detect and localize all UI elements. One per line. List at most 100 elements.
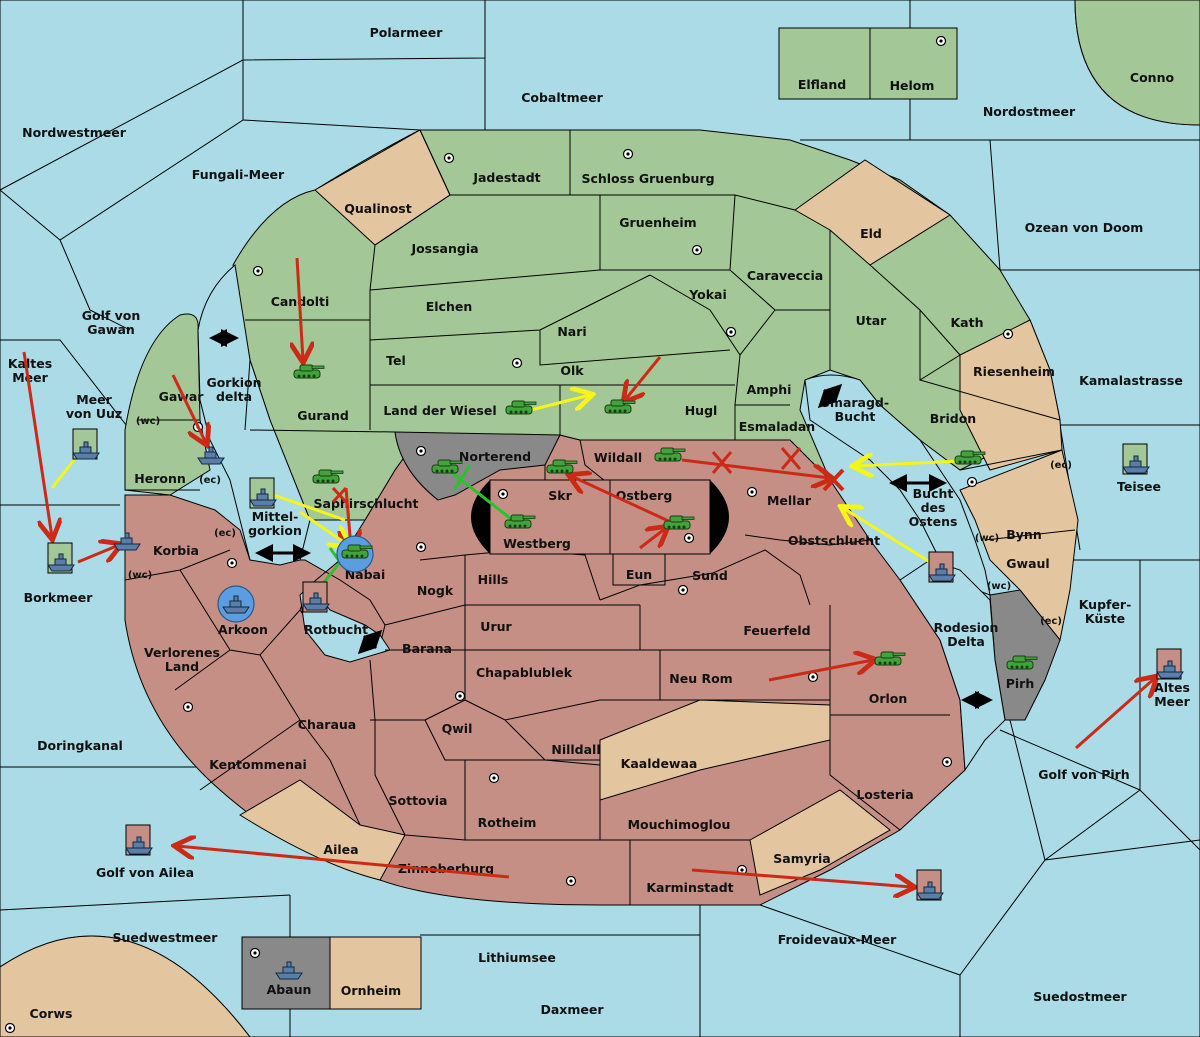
supply-center-icon <box>746 486 758 498</box>
territory-ornheim <box>329 936 422 1010</box>
move-orders <box>22 257 1155 887</box>
label-orlon: Orlon <box>869 691 908 706</box>
label-sund: Sund <box>692 568 728 583</box>
territory-eld <box>794 159 951 266</box>
label-daxmeer: Daxmeer <box>540 1002 604 1017</box>
supply-center-icon <box>226 557 238 569</box>
label-cobaltmeer: Cobaltmeer <box>521 90 603 105</box>
supply-center-icon <box>622 148 634 160</box>
label-feuerfeld: Feuerfeld <box>743 623 810 638</box>
label-sottovia: Sottovia <box>389 793 448 808</box>
coast-label: (ec) <box>214 528 236 539</box>
label-rotbucht: Rotbucht <box>304 622 368 637</box>
label-qualinost: Qualinost <box>344 201 411 216</box>
sea-labels: Polarmeer Cobaltmeer Nordwestmeer Fungal… <box>8 25 1191 1021</box>
coast-label: (wc) <box>128 570 152 581</box>
label-heronn: Heronn <box>134 471 186 486</box>
label-neu-rom: Neu Rom <box>669 671 732 686</box>
label-pirh: Pirh <box>1006 676 1035 691</box>
label-skr: Skr <box>548 488 572 503</box>
label-mellar: Mellar <box>767 493 812 508</box>
label-gruenheim: Gruenheim <box>619 215 696 230</box>
label-gawar: Gawar <box>159 389 205 404</box>
label-kentommenai: Kentommenai <box>209 757 307 772</box>
label-ornheim: Ornheim <box>341 983 401 998</box>
label-urur: Urur <box>480 619 512 634</box>
label-eun: Eun <box>626 567 652 582</box>
label-amphi: Amphi <box>747 382 792 397</box>
label-ozean-von-doom: Ozean von Doom <box>1025 220 1144 235</box>
coast-label: (wc) <box>987 581 1011 592</box>
label-tel: Tel <box>386 353 406 368</box>
supply-center-icon <box>443 152 455 164</box>
label-kamalastrasse: Kamalastrasse <box>1079 373 1183 388</box>
label-nordostmeer: Nordostmeer <box>983 104 1076 119</box>
territory-ailea <box>239 779 406 881</box>
label-suedwestmeer: Suedwestmeer <box>113 930 219 945</box>
label-obstschlucht: Obstschlucht <box>788 533 880 548</box>
label-suedostmeer: Suedostmeer <box>1033 989 1127 1004</box>
land-labels: Elfland Helom Qualinost Jadestadt Schlos… <box>134 77 1055 998</box>
fleet-units <box>47 428 1184 980</box>
label-nogk: Nogk <box>417 583 454 598</box>
supply-center-icon <box>488 772 500 784</box>
supply-center-icon <box>1002 328 1014 340</box>
label-corws: Corws <box>30 1006 73 1021</box>
supply-center-icon <box>683 532 695 544</box>
supply-center-icon <box>4 1022 16 1034</box>
label-wildall: Wildall <box>594 450 642 465</box>
label-jadestadt: Jadestadt <box>472 170 540 185</box>
territory-conno <box>1074 0 1200 126</box>
label-kath: Kath <box>951 315 984 330</box>
coast-label: (ec) <box>1050 460 1072 471</box>
supply-center-icon <box>691 244 703 256</box>
label-ostberg: Ostberg <box>616 488 673 503</box>
supply-center-icon <box>565 875 577 887</box>
label-borkmeer: Borkmeer <box>24 590 94 605</box>
label-schloss-gruenburg: Schloss Gruenburg <box>581 171 714 186</box>
label-mittelgorkion: Mittel-gorkion <box>248 509 302 538</box>
label-karminstadt: Karminstadt <box>646 880 733 895</box>
label-norterend: Norterend <box>459 449 531 464</box>
label-samyria: Samyria <box>773 851 831 866</box>
supply-center-icon <box>807 671 819 683</box>
adjacency-arrows <box>209 329 993 709</box>
supply-center-icon <box>415 445 427 457</box>
coast-label: (wc) <box>975 533 999 544</box>
territory-elfland <box>778 27 871 100</box>
label-nilldall: Nilldall <box>551 742 600 757</box>
label-barana: Barana <box>402 641 452 656</box>
x-mark-icon <box>331 447 845 504</box>
label-bridon: Bridon <box>930 411 976 426</box>
support-orders <box>50 395 961 569</box>
label-elfland: Elfland <box>798 77 846 92</box>
label-polarmeer: Polarmeer <box>370 25 444 40</box>
label-golf-von-pirh: Golf von Pirh <box>1038 767 1129 782</box>
label-losteria: Losteria <box>856 787 913 802</box>
supply-center-icon <box>966 476 978 488</box>
coast-label: (ec) <box>1040 616 1062 627</box>
label-conno: Conno <box>1130 70 1175 85</box>
label-kupfer-kueste: Kupfer-Küste <box>1079 597 1132 626</box>
label-nordwestmeer: Nordwestmeer <box>22 125 127 140</box>
label-teisee: Teisee <box>1117 479 1161 494</box>
label-arkoon: Arkoon <box>218 622 268 637</box>
territory-riesenheim <box>959 319 1063 471</box>
supply-center-icon <box>497 488 509 500</box>
label-bynn: Bynn <box>1006 527 1041 542</box>
label-gwaul: Gwaul <box>1006 556 1049 571</box>
territory-norterend <box>394 431 561 501</box>
coast-label: (ec) <box>199 475 221 486</box>
label-froidevaux-meer: Froidevaux-Meer <box>778 932 897 947</box>
supply-center-icon <box>454 690 466 702</box>
label-abaun: Abaun <box>267 982 312 997</box>
supply-center-icon <box>511 357 523 369</box>
